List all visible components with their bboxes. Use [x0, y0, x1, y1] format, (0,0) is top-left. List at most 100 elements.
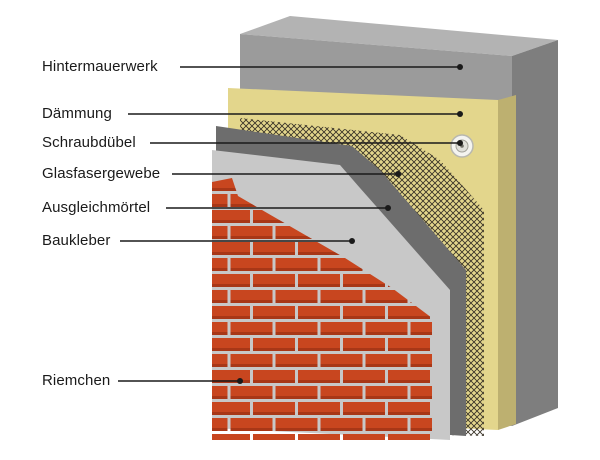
brick-slip — [298, 402, 340, 415]
brick-slip-shadow — [212, 396, 228, 399]
brick-slip-shadow — [433, 444, 475, 447]
brick-slip — [253, 338, 295, 351]
brick-slip — [298, 306, 340, 319]
brick-slip-shadow — [388, 316, 430, 319]
brick-slip-shadow — [320, 332, 363, 335]
leader-dot-daemmung — [457, 111, 463, 117]
brick-slip-shadow — [320, 364, 363, 367]
label-riemchen: Riemchen — [42, 372, 111, 389]
brick-slip-shadow — [212, 428, 228, 431]
brick-slip — [343, 402, 385, 415]
masonry-top-face — [240, 16, 558, 56]
brick-slip-shadow — [388, 412, 430, 415]
brick-slip — [212, 354, 228, 367]
brick-slip-shadow — [230, 236, 273, 239]
brick-slip-shadow — [212, 348, 250, 351]
brick-slip-shadow — [253, 284, 295, 287]
brick-slip-shadow — [388, 444, 430, 447]
brick-slip — [230, 386, 273, 399]
label-baukleber: Baukleber — [42, 232, 111, 249]
brick-slip — [320, 322, 363, 335]
brick-slip — [343, 434, 385, 440]
brick-slip-shadow — [275, 396, 318, 399]
brick-slip — [320, 290, 363, 303]
brick-slip — [212, 194, 228, 207]
brick-slip — [253, 370, 295, 383]
brick-slip-shadow — [230, 364, 273, 367]
brick-slip — [253, 274, 295, 287]
brick-slip — [230, 322, 273, 335]
brick-slip — [298, 434, 340, 440]
brick-slip-shadow — [410, 428, 432, 431]
brick-slip — [388, 370, 430, 383]
brick-slip-shadow — [212, 284, 250, 287]
screw-anchor — [450, 134, 474, 158]
brick-slip — [275, 386, 318, 399]
brick-slip — [275, 322, 318, 335]
brick-slip-shadow — [230, 396, 273, 399]
brick-slip-shadow — [230, 428, 273, 431]
brick-slip — [343, 306, 385, 319]
brick-slip-shadow — [275, 428, 318, 431]
brick-slip — [253, 402, 295, 415]
brick-slip — [365, 386, 408, 399]
brick-slip-shadow — [410, 396, 432, 399]
brick-slip-shadow — [298, 252, 340, 255]
brick-slip — [275, 418, 318, 431]
brick-slip-shadow — [253, 316, 295, 319]
brick-slip-shadow — [343, 444, 385, 447]
insulation-side-face — [498, 95, 516, 430]
brick-slip-shadow — [253, 252, 295, 255]
brick-slip — [410, 322, 432, 335]
brick-slip — [388, 338, 430, 351]
brick-slip — [275, 290, 318, 303]
brick-slip-shadow — [208, 444, 250, 447]
brick-slip — [212, 418, 228, 431]
brick-slip-shadow — [253, 348, 295, 351]
brick-slip-shadow — [298, 316, 340, 319]
brick-slip — [343, 338, 385, 351]
brick-slip-shadow — [275, 332, 318, 335]
brick-slip-shadow — [212, 268, 228, 271]
brick-slip-shadow — [212, 204, 228, 207]
brick-slip-shadow — [410, 364, 432, 367]
leader-lines — [118, 64, 463, 384]
brick-slip-shadow — [298, 284, 340, 287]
brick-slip — [410, 386, 432, 399]
brick-slip — [212, 386, 228, 399]
brick-slip-shadow — [365, 364, 408, 367]
brick-slip — [212, 210, 250, 223]
brick-slip-shadow — [388, 380, 430, 383]
brick-slip — [298, 338, 340, 351]
brick-slip-shadow — [275, 236, 318, 239]
brick-slip — [212, 338, 250, 351]
brick-slip — [230, 258, 273, 271]
brick-slip-shadow — [230, 204, 273, 207]
brick-slip — [230, 226, 273, 239]
brick-slip-shadow — [343, 412, 385, 415]
brick-slip — [320, 418, 363, 431]
brick-slip — [365, 322, 408, 335]
brick-slip-shadow — [230, 268, 273, 271]
brick-slip — [343, 274, 385, 287]
brick-slip — [298, 274, 340, 287]
brick-slip-shadow — [365, 396, 408, 399]
label-ausgleichmoertel: Ausgleichmörtel — [42, 199, 151, 216]
masonry-side-face — [512, 40, 558, 426]
brick-slip-shadow — [212, 332, 228, 335]
leader-dot-hintermauerwerk — [457, 64, 463, 70]
brick-slip-shadow — [212, 252, 250, 255]
brick-slip — [212, 434, 250, 440]
brick-slip — [320, 354, 363, 367]
brick-slip — [298, 370, 340, 383]
leader-dot-riemchen — [237, 378, 243, 384]
brick-slip — [253, 306, 295, 319]
brick-slip-shadow — [230, 300, 273, 303]
brick-slip-shadow — [298, 380, 340, 383]
leader-dot-glasfasergewebe — [395, 171, 401, 177]
brick-slip — [212, 274, 250, 287]
brick-slip-shadow — [298, 444, 340, 447]
brick-slip — [253, 242, 295, 255]
brick-slip — [253, 434, 295, 440]
